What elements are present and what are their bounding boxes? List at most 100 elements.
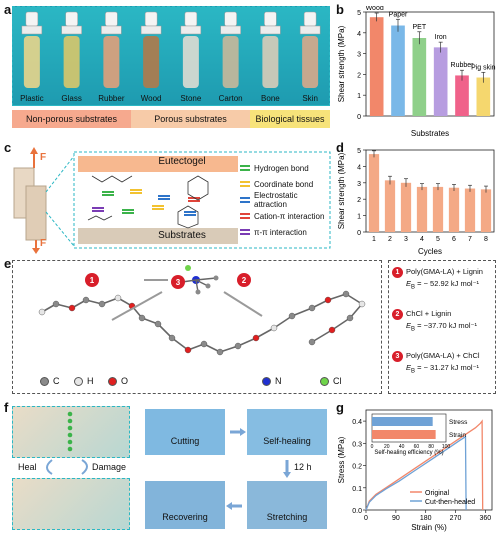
holder-clamp-7 bbox=[299, 25, 321, 35]
adhesion-mechanism-diagram bbox=[13, 147, 331, 254]
y-tick-label: 5 bbox=[357, 148, 361, 155]
atom-chlorine bbox=[185, 265, 191, 271]
item-marker: 3 bbox=[392, 351, 403, 362]
legend-row: π-π interaction bbox=[240, 224, 330, 240]
panel-label-c: c bbox=[4, 140, 12, 155]
atom bbox=[168, 334, 176, 342]
bond bbox=[195, 277, 217, 281]
atom-swatch bbox=[74, 376, 83, 386]
legend-row: Coordinate bond bbox=[240, 176, 330, 192]
bond bbox=[171, 337, 189, 351]
bar-3 bbox=[400, 182, 412, 232]
x-tick-label: 90 bbox=[392, 515, 400, 522]
inset-x-tick: 0 bbox=[371, 444, 374, 450]
photo-recovering bbox=[144, 480, 226, 530]
atom bbox=[308, 304, 316, 312]
bond bbox=[273, 315, 293, 329]
atom bbox=[200, 340, 208, 348]
sample-label-plastic: Plastic bbox=[20, 94, 44, 103]
arrowhead bbox=[240, 428, 246, 436]
atom bbox=[328, 326, 336, 334]
atom-swatch bbox=[108, 376, 117, 386]
legend-text: Coordinate bond bbox=[254, 179, 314, 189]
atom bbox=[358, 300, 366, 308]
item-pair: Poly(GMA-LA) + ChCl bbox=[406, 351, 480, 360]
bar-Rubber bbox=[455, 75, 469, 116]
bar-Iron bbox=[433, 47, 448, 116]
atom-swatch bbox=[320, 376, 329, 386]
panel-label-d: d bbox=[336, 140, 344, 155]
x-tick-label: 7 bbox=[468, 236, 472, 243]
bottom-adherend bbox=[25, 185, 47, 241]
bar-label: Wood bbox=[366, 6, 384, 12]
legend-swatch bbox=[240, 213, 250, 219]
sample-label-glass: Glass bbox=[61, 94, 82, 103]
atom-legend-item: C bbox=[40, 376, 60, 386]
x-axis-label: Substrates bbox=[411, 129, 449, 138]
atom bbox=[82, 296, 90, 304]
atom-symbol: O bbox=[121, 376, 129, 386]
sample-body-5 bbox=[222, 36, 239, 88]
holder-clamp-2 bbox=[101, 25, 122, 35]
atom bbox=[308, 338, 316, 346]
bar-7 bbox=[464, 188, 476, 232]
atom bbox=[52, 300, 60, 308]
photo-cutting bbox=[144, 408, 226, 456]
atom bbox=[205, 283, 211, 289]
inset-x-tick: 60 bbox=[414, 444, 420, 450]
atom bbox=[154, 320, 162, 328]
chain-bottom bbox=[87, 215, 113, 221]
atom bbox=[38, 308, 46, 316]
atom bbox=[68, 304, 76, 312]
atom-symbol: N bbox=[275, 376, 282, 386]
damage-arrow bbox=[81, 459, 88, 475]
bridge-node bbox=[67, 425, 73, 431]
energy-subscript: B bbox=[411, 284, 416, 291]
item-pair: Poly(GMA-LA) + Lignin bbox=[406, 267, 483, 276]
atom bbox=[234, 342, 242, 350]
atom bbox=[342, 290, 350, 298]
panel-label-b: b bbox=[336, 2, 344, 17]
bar-6 bbox=[448, 187, 460, 232]
legend-swatch bbox=[240, 197, 250, 203]
sample-body-7 bbox=[302, 36, 319, 88]
energy-subscript: B bbox=[411, 326, 416, 333]
substrates-label: Substrates bbox=[158, 230, 206, 241]
atom bbox=[98, 300, 106, 308]
marker-number: 1 bbox=[90, 276, 95, 285]
eutectogel-label: Eutectogel bbox=[158, 156, 206, 167]
sample-body-6 bbox=[262, 36, 279, 88]
x-tick-label: 3 bbox=[404, 236, 408, 243]
x-tick-label: 360 bbox=[480, 515, 492, 522]
atom-swatch bbox=[40, 376, 49, 386]
inset-x-tick: 100 bbox=[442, 444, 451, 450]
energy-subscript: B bbox=[411, 368, 416, 375]
bar-Pig skin bbox=[476, 77, 491, 116]
step-recovering: Recovering bbox=[162, 512, 208, 522]
y-tick-label: 1 bbox=[357, 93, 361, 100]
item-marker: 1 bbox=[392, 267, 403, 278]
force-label-bottom: F bbox=[40, 238, 47, 249]
series-line-0 bbox=[365, 419, 484, 511]
plot-frame bbox=[365, 11, 495, 117]
bridge-node bbox=[67, 418, 73, 424]
inset-bar-Strain bbox=[372, 430, 436, 439]
y-axis-label: Stress (MPa) bbox=[337, 436, 346, 483]
y-tick-label: 5 bbox=[357, 10, 361, 17]
photo-stretching bbox=[246, 480, 328, 530]
y-tick-label: 1 bbox=[357, 214, 361, 221]
panel-label-e: e bbox=[4, 256, 12, 271]
atom bbox=[114, 294, 122, 302]
inset-category: Stress bbox=[449, 419, 468, 426]
y-tick-label: 0 bbox=[357, 230, 361, 237]
y-tick-label: 2 bbox=[357, 197, 361, 204]
holder-cap-3 bbox=[144, 11, 158, 27]
panel-label-f: f bbox=[4, 400, 9, 415]
inset-category: Strain bbox=[449, 432, 466, 439]
